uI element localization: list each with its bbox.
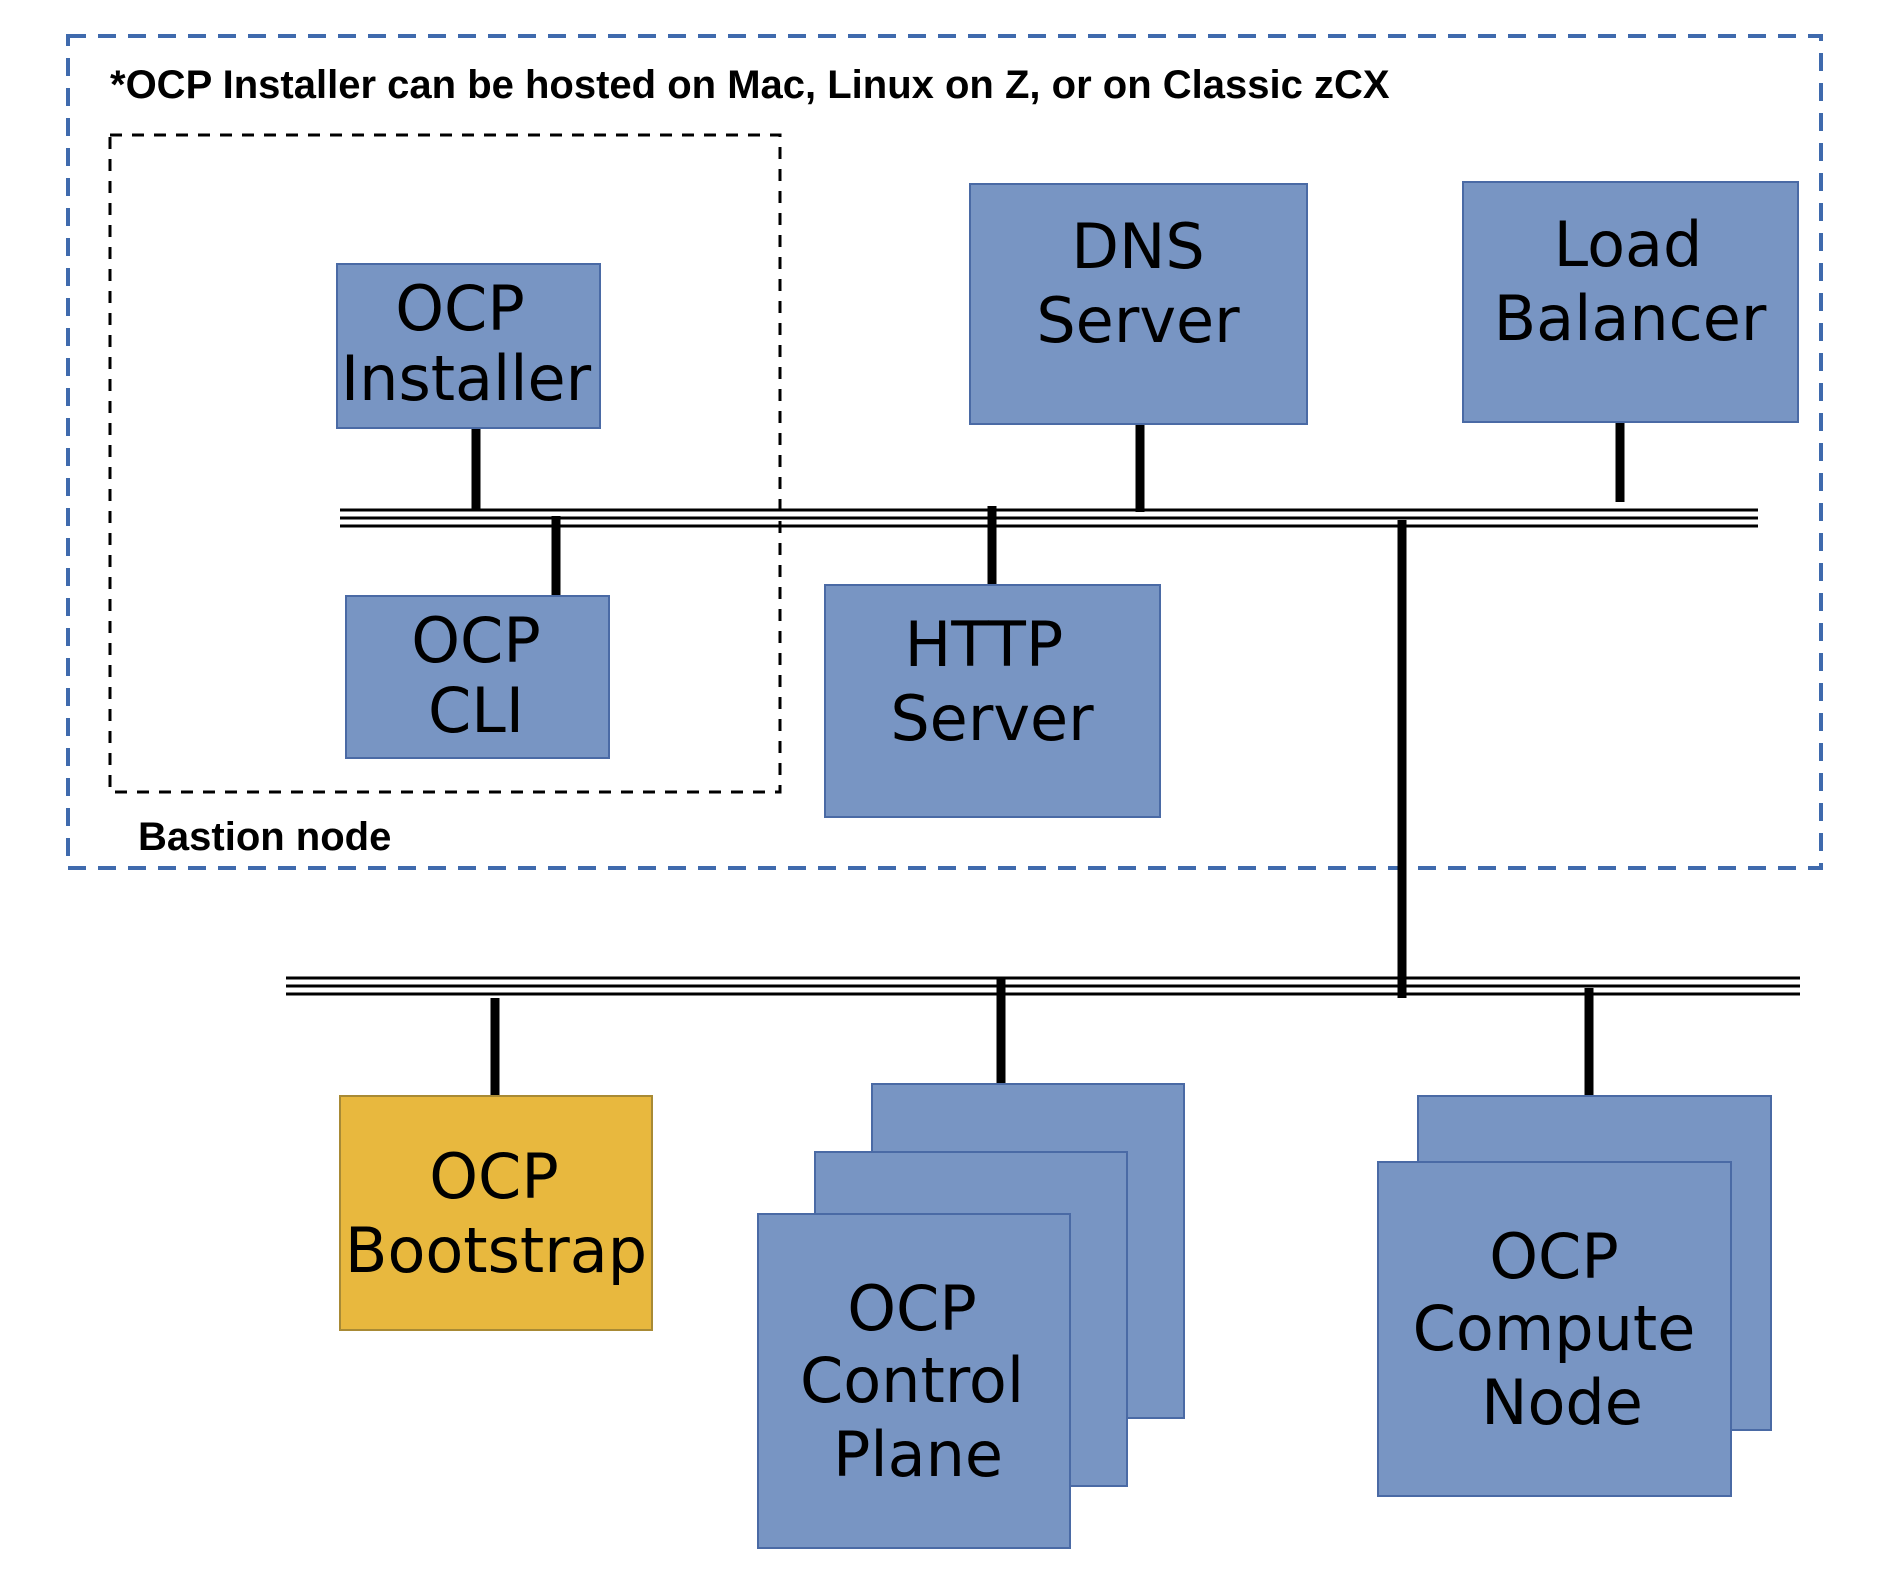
node-label: Control: [800, 1344, 1024, 1417]
node-label: Server: [890, 682, 1094, 755]
upper-network-bus: [340, 508, 1758, 528]
node-label: CLI: [428, 674, 524, 747]
node-label: Plane: [833, 1418, 1003, 1491]
node-label: OCP: [1489, 1220, 1618, 1293]
bootstrap-box: [339, 1095, 653, 1331]
node-label: Node: [1481, 1366, 1643, 1439]
bastion-node-label: Bastion node: [138, 815, 391, 859]
node-label: OCP: [429, 1140, 558, 1213]
node-label: Compute: [1413, 1292, 1696, 1365]
node-label: Installer: [341, 342, 592, 415]
node-label: Load: [1554, 208, 1703, 281]
node-label: Server: [1036, 284, 1240, 357]
dns-server-node: DNS Server: [969, 183, 1308, 425]
node-box: [345, 595, 610, 759]
node-label: OCP: [395, 272, 524, 345]
load-balancer-node: Load Balancer: [1462, 181, 1799, 423]
node-box: [969, 183, 1308, 425]
ocp-cli-node: OCP CLI: [345, 595, 610, 759]
node-box: [1462, 181, 1799, 423]
outer-boundary: [66, 34, 1823, 870]
http-server-node: HTTP Server: [824, 584, 1161, 818]
node-label: DNS: [1071, 210, 1204, 283]
ocp-compute-node-stack: OCP Compute Node: [1377, 1095, 1772, 1497]
node-label: HTTP: [905, 608, 1064, 681]
node-box: [824, 584, 1161, 818]
ocp-installer-node: OCP Installer: [336, 263, 601, 429]
ocp-bootstrap-node: OCP Bootstrap: [339, 1095, 653, 1331]
node-box: [1377, 1161, 1732, 1497]
node-box: [757, 1213, 1071, 1549]
hosting-note: *OCP Installer can be hosted on Mac, Lin…: [110, 63, 1390, 107]
node-label: OCP: [847, 1272, 976, 1345]
ocp-control-plane-stack: OCP Control Plane: [757, 1083, 1185, 1549]
node-label: Balancer: [1494, 282, 1767, 355]
node-label: OCP: [411, 604, 540, 677]
connectors: [471, 422, 1625, 1096]
bastion-node-boundary: [108, 133, 782, 794]
node-label: Bootstrap: [345, 1214, 647, 1287]
node-box: [336, 263, 601, 429]
lower-network-bus: [286, 976, 1800, 996]
